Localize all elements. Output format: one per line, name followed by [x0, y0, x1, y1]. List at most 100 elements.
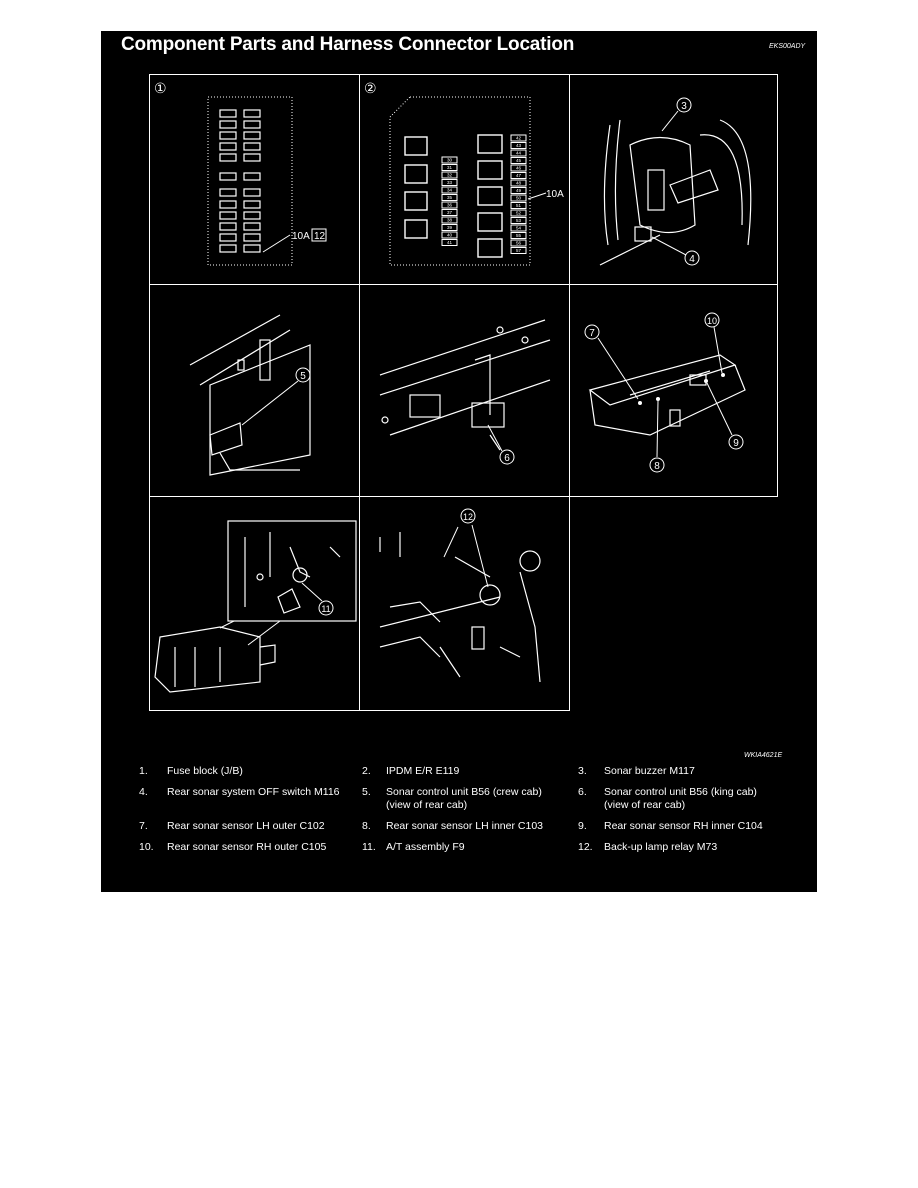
callout-5: 5	[300, 371, 306, 382]
callout-6: 6	[504, 453, 510, 464]
ipdm-fuse-slot	[510, 232, 527, 239]
king-cab-illustration: 6	[379, 319, 551, 465]
ipdm-fuse-number: 32	[447, 173, 453, 178]
legend-text: IPDM E/R E119	[386, 765, 460, 777]
ipdm-fuse-number: 40	[447, 233, 453, 238]
legend-num: 7.	[139, 820, 148, 832]
ipdm-fuse-slot	[510, 172, 527, 179]
legend-text-line2: (view of rear cab)	[604, 799, 686, 811]
fuse-slot	[219, 109, 237, 118]
ipdm-fuse-number: 41	[447, 240, 453, 245]
dashboard-illustration: 3 4	[599, 97, 752, 266]
legend-text: Back-up lamp relay M73	[604, 841, 718, 853]
ipdm-fuse-slot	[510, 209, 527, 217]
ipdm-fuse-number: 55	[516, 233, 522, 238]
crew-cab-illustration: 5	[189, 314, 311, 476]
ipdm-fuse-label-10a: 10A	[546, 189, 564, 200]
ipdm-fuse-number: 43	[516, 143, 522, 148]
fuse-slot	[243, 172, 261, 181]
ipdm-fuse-slot	[441, 209, 458, 216]
legend-num: 4.	[139, 786, 148, 798]
fuse-slot	[243, 244, 261, 253]
legend-text-line2: (view of rear cab)	[386, 799, 468, 811]
ipdm-fuse-number: 53	[516, 218, 522, 223]
legend-num: 10.	[139, 841, 154, 853]
fuse-label-10a: 10A	[292, 231, 310, 242]
figure-code-top: EKS00ADY	[769, 43, 806, 50]
fuse-slot	[219, 200, 237, 209]
ipdm-fuse-slot	[510, 134, 527, 142]
panel-king-cab: 6	[359, 284, 570, 497]
ipdm-fuse-number: 44	[516, 151, 522, 156]
ipdm-fuse-number: 52	[516, 211, 522, 216]
fuse-slot	[243, 200, 261, 209]
page-title: Component Parts and Harness Connector Lo…	[121, 34, 575, 55]
fuse-slot	[243, 233, 261, 242]
fuse-slot	[219, 142, 237, 151]
legend-text: Rear sonar sensor RH inner C104	[604, 820, 763, 832]
ipdm-fuse-slot	[441, 164, 458, 171]
legend-text: Rear sonar sensor RH outer C105	[167, 841, 327, 853]
ipdm-fuse-slot	[441, 194, 458, 201]
ipdm-fuse-slot	[510, 149, 527, 157]
ipdm-fuse-number: 42	[516, 136, 522, 141]
fuse-slot	[219, 244, 237, 253]
legend-num: 6.	[578, 786, 587, 798]
fuse-slot	[219, 172, 237, 181]
fuse-slot	[219, 153, 237, 162]
diagram-sheet: Component Parts and Harness Connector Lo…	[101, 31, 817, 892]
legend-num: 1.	[139, 765, 148, 777]
ipdm-fuse-number: 33	[447, 180, 453, 185]
legend-text: Sonar buzzer M117	[604, 765, 695, 777]
fuse-slot	[243, 120, 261, 129]
ipdm-fuse-slot	[510, 179, 527, 187]
fuse-slot	[219, 233, 237, 242]
legend-num: 12.	[578, 841, 593, 853]
fuse-slot	[243, 188, 261, 197]
callout-4: 4	[689, 254, 695, 265]
legend-text: Rear sonar sensor LH inner C103	[386, 820, 543, 832]
ipdm-fuse-slot	[441, 216, 458, 224]
ipdm-fuse-number: 49	[516, 188, 522, 193]
callout-7: 7	[589, 328, 595, 339]
legend-text: A/T assembly F9	[386, 841, 465, 853]
ipdm-fuse-number: 30	[447, 158, 453, 163]
fuse-slot	[243, 211, 261, 220]
ipdm-fuse-number: 37	[447, 210, 453, 215]
fuse-slot	[219, 222, 237, 231]
fuse-block-illustration: 10A 12 ①	[154, 81, 327, 266]
ipdm-fuse-number: 56	[516, 241, 522, 246]
ipdm-fuse-slot	[441, 224, 458, 231]
fuse-slot	[243, 142, 261, 151]
ipdm-fuse-slot	[510, 247, 527, 254]
legend-text: Rear sonar sensor LH outer C102	[167, 820, 325, 832]
ipdm-fuse-number: 51	[516, 203, 522, 208]
ipdm-fuse-slot	[510, 187, 527, 194]
legend-num: 9.	[578, 820, 587, 832]
ipdm-fuse-slot	[510, 142, 527, 149]
ipdm-fuse-number: 57	[516, 248, 522, 253]
ipdm-fuse-slot	[441, 179, 458, 186]
ipdm-fuse-slot	[510, 157, 527, 164]
ipdm-fuse-number: 34	[447, 188, 453, 193]
panel-dashboard: 3 4	[569, 74, 778, 285]
legend-num: 5.	[362, 786, 371, 798]
backup-relay-illustration: 12	[379, 508, 541, 683]
ipdm-fuse-number: 35	[447, 195, 453, 200]
callout-9: 9	[733, 438, 739, 449]
figure-code-bottom: WKIA4621E	[744, 752, 783, 759]
fuse-slot	[219, 131, 237, 140]
fuse-slot	[243, 153, 261, 162]
ipdm-fuse-number: 50	[516, 196, 522, 201]
panel-crew-cab: 5	[149, 284, 360, 497]
ipdm-fuse-slot	[510, 224, 527, 232]
fuse-slot	[219, 188, 237, 197]
legend-text: Rear sonar system OFF switch M116	[167, 786, 340, 798]
callout-10: 10	[707, 316, 717, 326]
rear-bumper-illustration: 7 10 8 9	[584, 312, 746, 473]
callout-11: 11	[321, 604, 330, 614]
at-assembly-illustration: 11	[154, 520, 357, 693]
legend-text: Sonar control unit B56 (crew cab)	[386, 786, 542, 798]
